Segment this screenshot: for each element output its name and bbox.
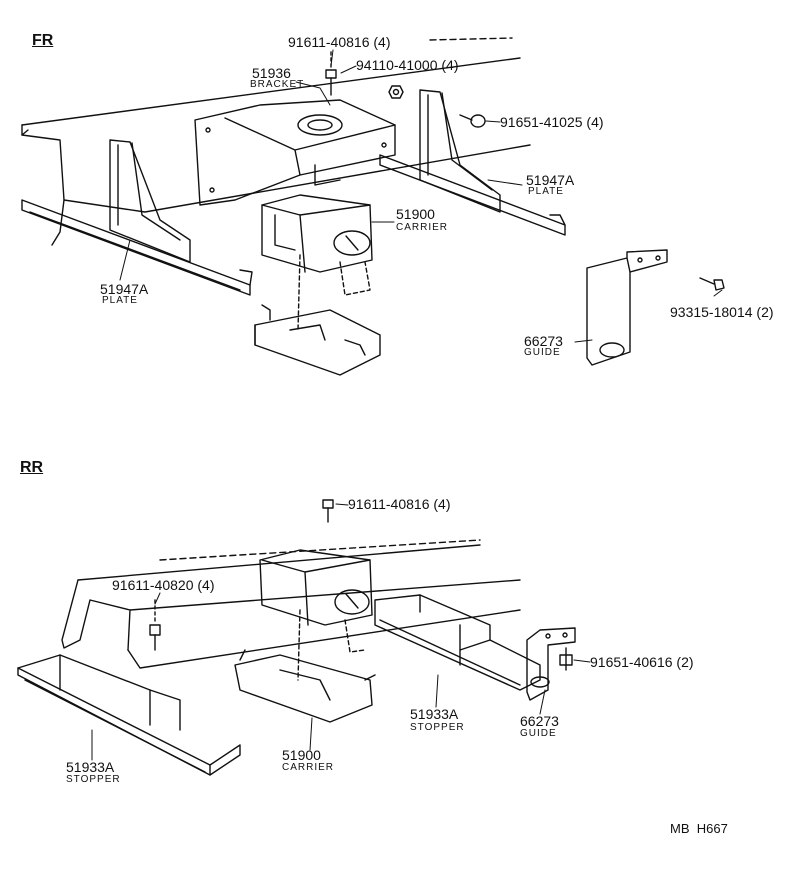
rr-carrier-name: CARRIER xyxy=(282,762,335,773)
rr-carrier-number: 51900 xyxy=(282,747,321,763)
rr-bolt-right-part xyxy=(559,647,573,671)
fr-guide-screw-label: 93315-18014 (2) xyxy=(670,304,774,320)
fr-guide-screw-part xyxy=(699,277,725,291)
fr-guide-name: GUIDE xyxy=(524,347,561,358)
rr-stopper-left-name: STOPPER xyxy=(66,774,121,785)
fr-guide-part xyxy=(586,249,668,366)
rr-guide-name: GUIDE xyxy=(520,728,557,739)
rr-guide-part xyxy=(526,627,576,701)
fr-guide-number: 66273 xyxy=(524,333,563,349)
fr-bracket-number: 51936 xyxy=(252,65,291,81)
rr-guide-number: 66273 xyxy=(520,713,559,729)
fr-bracket-name: BRACKET xyxy=(250,79,305,90)
fr-bolt-top-part xyxy=(325,51,337,96)
fr-carrier-number: 51900 xyxy=(396,206,435,222)
rr-stopper-left-number: 51933A xyxy=(66,759,115,775)
rr-carrier xyxy=(259,549,373,681)
rr-leaders xyxy=(91,503,591,761)
rr-bolt-right-label: 91651-40616 (2) xyxy=(590,654,694,670)
fr-plate-left-number: 51947A xyxy=(100,281,149,297)
fr-carrier-name: CARRIER xyxy=(396,222,449,233)
rr-bolt-top-label: 91611-40816 (4) xyxy=(348,496,451,512)
rr-bolt-left-label: 91611-40820 (4) xyxy=(112,577,215,593)
fr-plate-left xyxy=(21,139,253,296)
rr-stopper-right xyxy=(374,594,541,691)
fr-plate-left-name: PLATE xyxy=(102,295,138,306)
fr-plate-right-number: 51947A xyxy=(526,172,575,188)
fr-frame-rail xyxy=(21,37,531,246)
fr-plate-right xyxy=(379,89,566,236)
diagram-code: MB H667 xyxy=(670,821,728,836)
rr-stopper-right-number: 51933A xyxy=(410,706,459,722)
fr-bracket xyxy=(194,99,396,206)
fr-carrier-hook xyxy=(254,304,381,376)
rr-stopper-right-name: STOPPER xyxy=(410,722,465,733)
fr-nut-part xyxy=(388,85,404,99)
rr-carrier-hook xyxy=(234,649,376,723)
rr-bolt-top-part xyxy=(322,499,334,523)
fr-bolt-top-label: 91611-40816 (4) xyxy=(288,34,391,50)
fr-plate-right-name: PLATE xyxy=(528,186,564,197)
fr-bolt-side-label: 91651-41025 (4) xyxy=(500,114,604,130)
fr-nut-label: 94110-41000 (4) xyxy=(356,57,459,73)
section-rear-label: RR xyxy=(20,459,44,476)
fr-bolt-side-part xyxy=(459,114,486,128)
section-front-label: FR xyxy=(32,32,54,49)
fr-carrier xyxy=(261,194,373,331)
fr-leaders xyxy=(119,49,723,343)
rr-stopper-left xyxy=(17,654,241,776)
rr-frame-rail xyxy=(61,539,521,669)
